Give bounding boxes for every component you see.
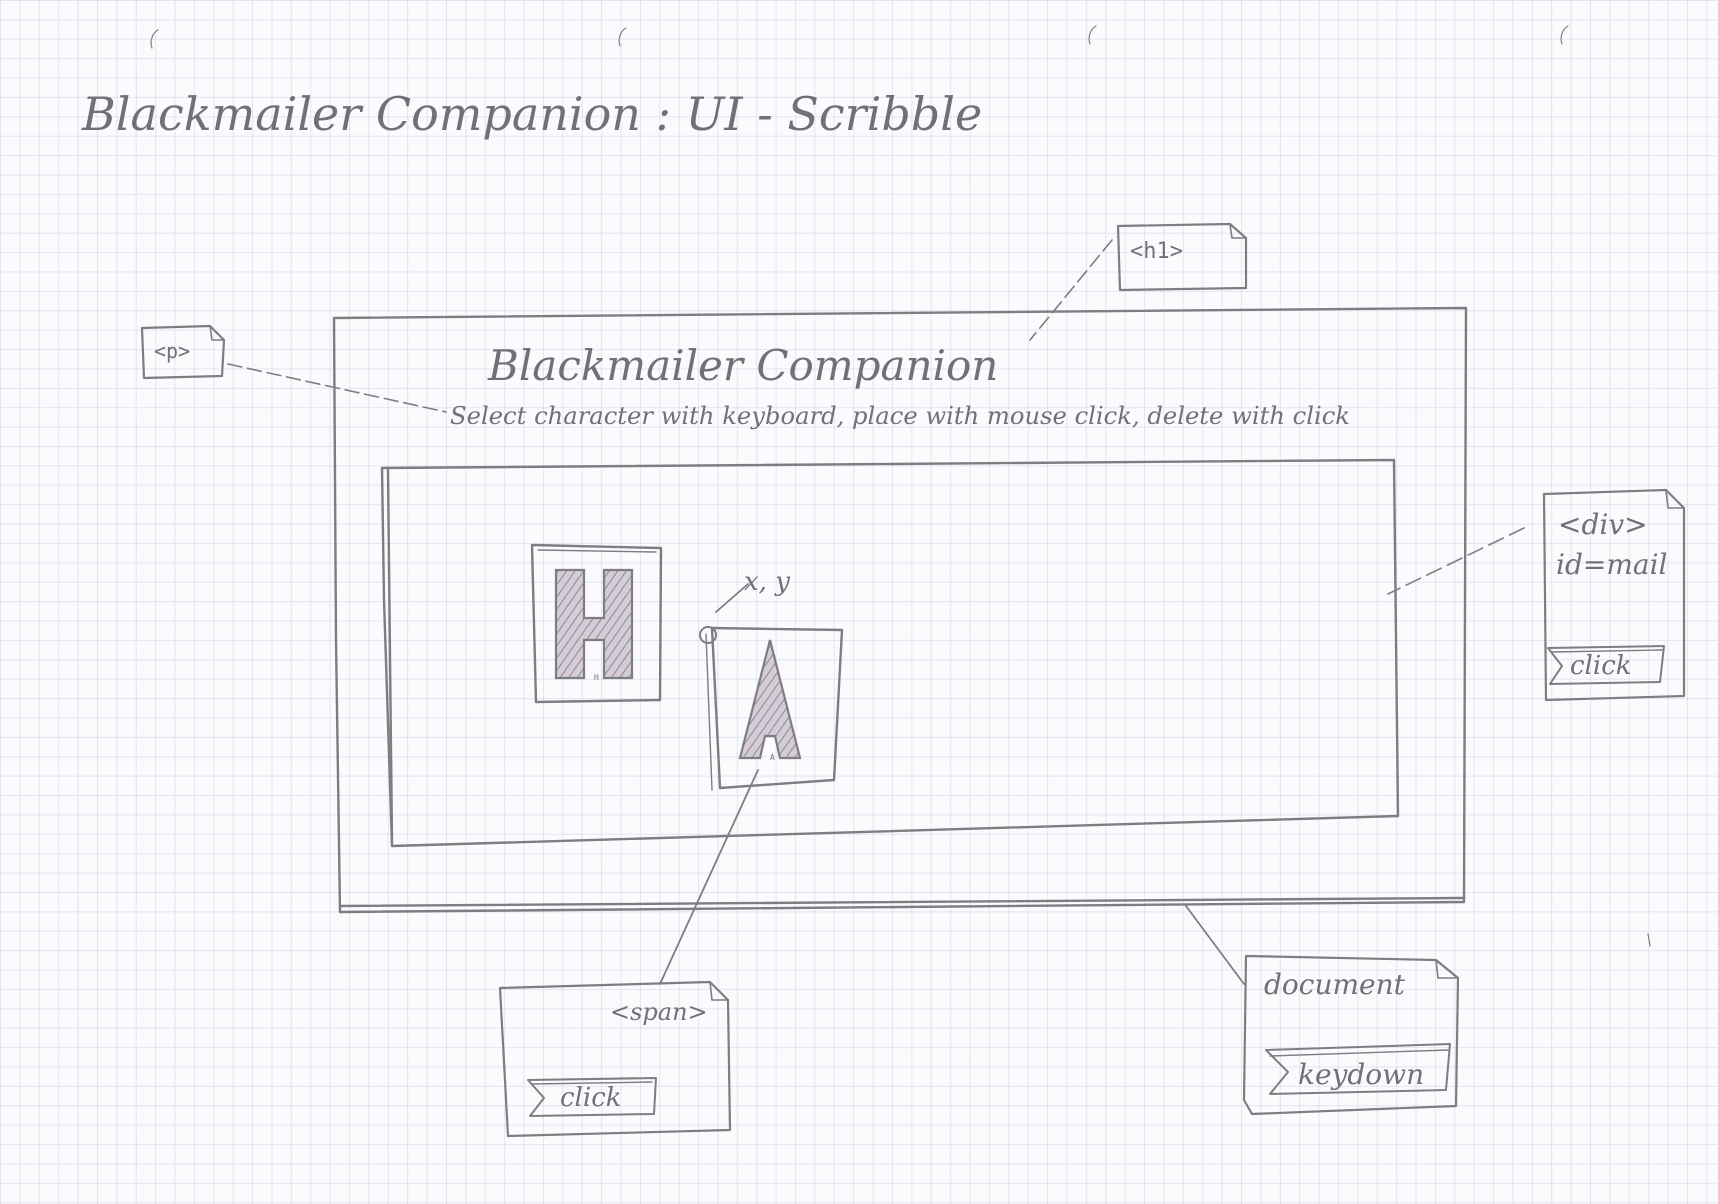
coordinate-label: x, y: [744, 567, 790, 597]
position-anchor: x, y: [699, 567, 790, 644]
span-event-label: click: [560, 1083, 622, 1113]
page-title: Blackmailer Companion : UI - Scribble: [81, 87, 982, 141]
h1-annotation: <h1>: [1029, 222, 1248, 341]
mail-area[interactable]: [380, 458, 1400, 848]
h1-tag-label: <h1>: [1130, 239, 1183, 264]
div-event-label: click: [1570, 651, 1632, 681]
div-annotation: <div> id=mail click: [1387, 488, 1686, 702]
span-annotation: <span> click: [498, 769, 759, 1138]
app-window-frame: [332, 306, 1468, 914]
character-tile-a[interactable]: A: [705, 626, 844, 791]
span-tag-label: <span>: [610, 998, 708, 1026]
div-click-event-badge: [1547, 645, 1665, 685]
mockup-heading: Blackmailer Companion: [487, 341, 998, 390]
document-label: document: [1264, 968, 1406, 1001]
span-click-event-badge: [527, 1077, 657, 1117]
document-annotation: document keydown: [1185, 905, 1460, 1116]
character-tile-a-letter: A: [770, 753, 775, 762]
document-event-label: keydown: [1298, 1058, 1424, 1091]
p-annotation: <p>: [140, 324, 447, 413]
p-tag-label: <p>: [154, 339, 190, 363]
character-tile-h-letter: H: [594, 673, 599, 682]
div-id-label: id=mail: [1556, 548, 1668, 581]
mockup-instructions: Select character with keyboard, place wi…: [450, 402, 1350, 430]
document-keydown-event-badge: [1265, 1043, 1451, 1095]
div-tag-label: <div>: [1558, 508, 1648, 541]
punch-holes: [150, 25, 1569, 49]
character-tile-h[interactable]: H: [530, 543, 663, 704]
